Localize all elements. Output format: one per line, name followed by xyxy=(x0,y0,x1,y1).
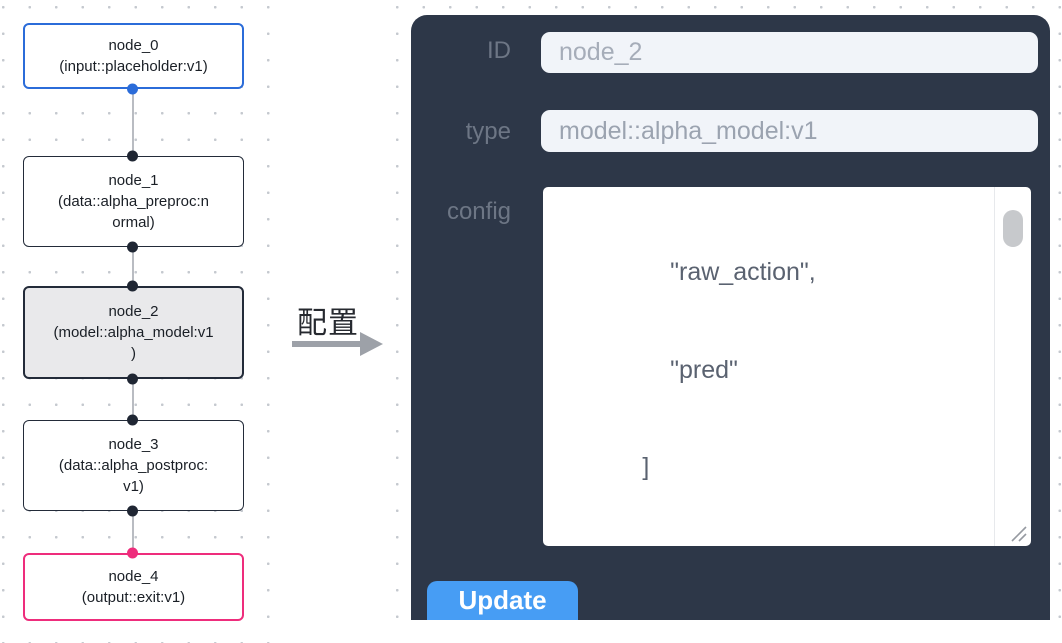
graph-node-node_2-selected[interactable]: node_2 (model::alpha_model:v1 ) xyxy=(23,286,244,379)
config-json-content: "raw_action", "pred" ] }, "trace": { "sc… xyxy=(543,191,995,546)
graph-node-node_1[interactable]: node_1 (data::alpha_preproc:n ormal) xyxy=(23,156,244,247)
port-dot-node2-out[interactable] xyxy=(127,373,138,385)
edge-node1-node2 xyxy=(132,247,134,286)
port-dot-node0-out[interactable] xyxy=(127,83,138,95)
scrollbar-thumb[interactable] xyxy=(1003,210,1023,247)
scrollbar-track-divider xyxy=(993,187,995,546)
node-title: node_2 xyxy=(108,303,159,320)
node-type-line: (model::alpha_model:v1 xyxy=(53,324,214,341)
node-config-panel: ID type config "raw_action", "pred" ] },… xyxy=(411,15,1050,620)
config-json-textarea[interactable]: "raw_action", "pred" ] }, "trace": { "sc… xyxy=(543,187,1031,546)
config-json-line: "pred" xyxy=(559,355,738,384)
node-type-line: (data::alpha_preproc:n xyxy=(58,193,209,210)
configure-annotation-label: 配置 xyxy=(297,307,359,340)
port-dot-node4-in[interactable] xyxy=(127,547,138,559)
node-title: node_3 xyxy=(108,436,159,453)
config-field-label: config xyxy=(446,198,511,225)
port-dot-node2-in[interactable] xyxy=(127,280,138,292)
node-title: node_1 xyxy=(108,172,159,189)
type-field-label: type xyxy=(465,118,511,145)
node-type-line: (input::placeholder:v1) xyxy=(59,58,208,75)
port-dot-node1-in[interactable] xyxy=(127,150,138,162)
config-json-line: "raw_action", xyxy=(559,258,816,286)
edge-node3-node4 xyxy=(132,511,134,553)
port-dot-node3-out[interactable] xyxy=(127,505,138,517)
edge-node2-node3 xyxy=(132,379,134,420)
graph-node-node_3[interactable]: node_3 (data::alpha_postproc: v1) xyxy=(23,420,244,511)
id-input[interactable] xyxy=(541,32,1038,73)
node-type-line: v1) xyxy=(123,478,144,495)
type-input[interactable] xyxy=(541,110,1038,152)
right-arrow-head-icon xyxy=(360,332,383,356)
right-arrow-icon xyxy=(292,341,362,347)
edge-node0-node1 xyxy=(132,89,134,156)
graph-node-node_0[interactable]: node_0 (input::placeholder:v1) xyxy=(23,23,244,89)
id-field-label: ID xyxy=(487,37,511,64)
node-title: node_0 xyxy=(108,37,159,54)
node-type-line: ) xyxy=(131,345,136,362)
node-type-line: ormal) xyxy=(112,214,155,231)
graph-node-node_4[interactable]: node_4 (output::exit:v1) xyxy=(23,553,244,621)
node-type-line: (output::exit:v1) xyxy=(81,589,186,606)
node-title: node_4 xyxy=(108,568,159,585)
textarea-resize-handle-icon[interactable] xyxy=(1007,522,1029,544)
node-type-line: (data::alpha_postproc: xyxy=(58,457,209,474)
update-button[interactable]: Update xyxy=(427,581,578,620)
config-json-line: ] xyxy=(559,453,650,481)
port-dot-node1-out[interactable] xyxy=(127,241,138,253)
port-dot-node3-in[interactable] xyxy=(127,414,138,426)
